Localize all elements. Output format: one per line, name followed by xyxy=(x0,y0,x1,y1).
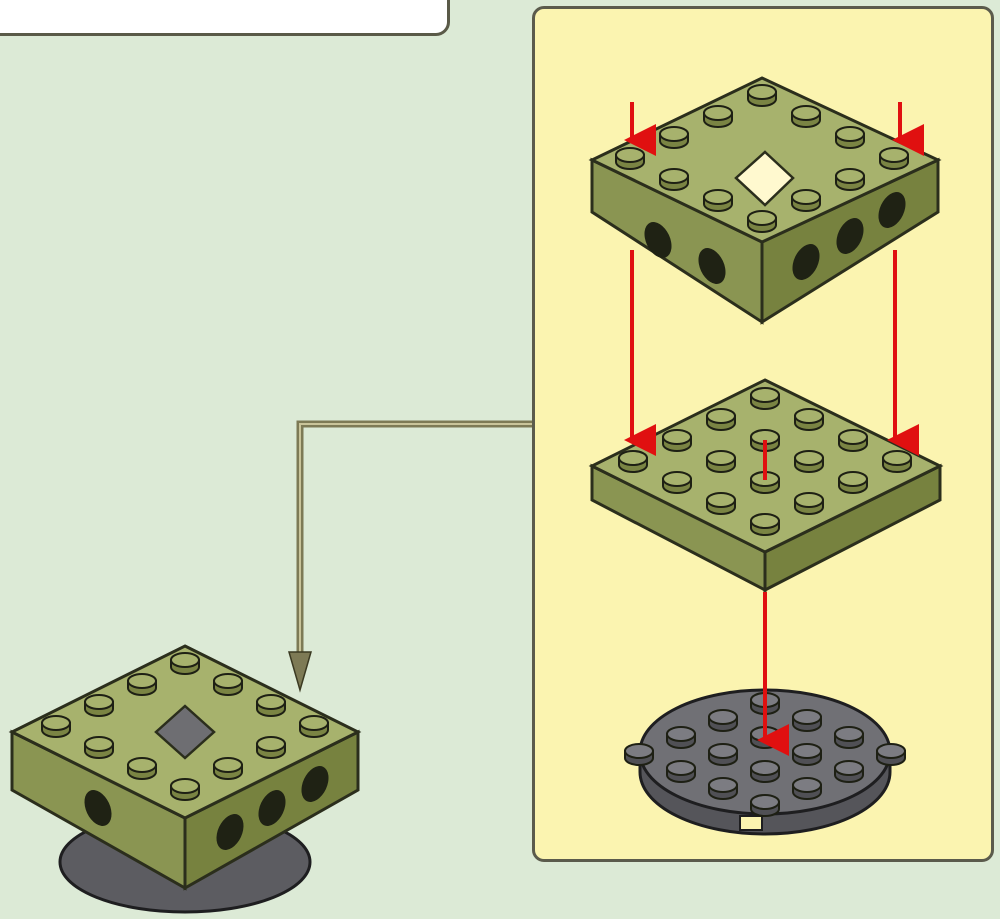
plate-4x4 xyxy=(588,378,944,593)
stud xyxy=(794,408,824,431)
result-studs xyxy=(41,652,329,801)
pin-hole xyxy=(84,790,112,826)
stud xyxy=(84,736,114,759)
stud xyxy=(662,471,692,494)
stud xyxy=(127,673,157,696)
assembled-result xyxy=(8,644,362,914)
stud xyxy=(835,168,865,191)
stud xyxy=(659,126,689,149)
connector-arrowhead xyxy=(288,651,312,693)
stud xyxy=(708,777,738,800)
stud xyxy=(879,147,909,170)
stud xyxy=(838,471,868,494)
stud xyxy=(703,189,733,212)
stud xyxy=(791,105,821,128)
stud xyxy=(666,726,696,749)
stud xyxy=(835,126,865,149)
stud xyxy=(750,471,780,494)
stud xyxy=(792,709,822,732)
stud xyxy=(750,794,780,817)
stud xyxy=(794,492,824,515)
round-plate-studs xyxy=(624,692,906,817)
stud xyxy=(792,777,822,800)
pin-hole xyxy=(301,766,329,802)
stud xyxy=(750,387,780,410)
plate-studs xyxy=(618,387,912,536)
pin-hole xyxy=(878,192,906,228)
stud xyxy=(834,726,864,749)
stud xyxy=(750,692,780,715)
stud xyxy=(838,429,868,452)
stud xyxy=(618,450,648,473)
stud xyxy=(794,450,824,473)
stud xyxy=(299,715,329,738)
stud xyxy=(750,513,780,536)
stud xyxy=(876,743,906,766)
stud xyxy=(41,715,71,738)
stud xyxy=(882,450,912,473)
stud xyxy=(624,743,654,766)
stud xyxy=(792,743,822,766)
pin-hole xyxy=(644,222,672,258)
stud xyxy=(170,652,200,675)
stud xyxy=(703,105,733,128)
stud xyxy=(213,673,243,696)
pin-hole xyxy=(792,244,820,280)
result-open-center xyxy=(154,704,216,760)
pin-hole xyxy=(216,814,244,850)
pin-hole xyxy=(698,248,726,284)
stud xyxy=(615,147,645,170)
technic-brick-4x4 xyxy=(588,76,942,325)
open-center-hole xyxy=(734,150,795,207)
stud xyxy=(662,429,692,452)
stud xyxy=(750,760,780,783)
stud xyxy=(213,757,243,780)
stud xyxy=(170,778,200,801)
stud xyxy=(706,408,736,431)
stud xyxy=(127,757,157,780)
stud xyxy=(706,492,736,515)
round-plate-4x4 xyxy=(624,688,906,836)
stud xyxy=(708,743,738,766)
stud xyxy=(708,709,738,732)
stud xyxy=(84,694,114,717)
callout-connector-line xyxy=(288,420,532,693)
round-plate-notch xyxy=(739,815,763,831)
stud xyxy=(706,450,736,473)
stud xyxy=(256,694,286,717)
pin-hole xyxy=(836,218,864,254)
stud xyxy=(834,760,864,783)
assembly-arrows xyxy=(624,102,924,756)
stud xyxy=(747,84,777,107)
stud xyxy=(666,760,696,783)
stud xyxy=(659,168,689,191)
pin-hole xyxy=(258,790,286,826)
stud xyxy=(256,736,286,759)
stud xyxy=(747,210,777,233)
step-number-box xyxy=(0,0,450,36)
stud xyxy=(791,189,821,212)
